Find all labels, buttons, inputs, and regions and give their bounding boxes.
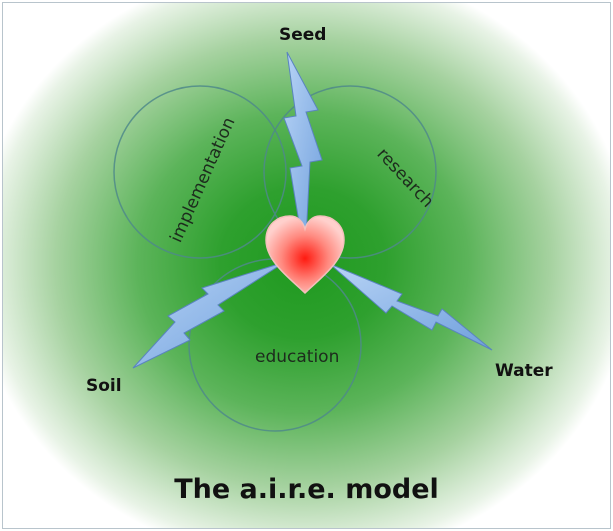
seed-label: Seed (279, 25, 327, 45)
diagram-title: The a.i.r.e. model (174, 474, 439, 505)
research-circle (263, 85, 437, 259)
water-label: Water (495, 361, 553, 381)
water-bolt (329, 263, 493, 351)
heart-icon (265, 215, 345, 295)
implementation-circle (113, 85, 287, 259)
education-label: education (255, 347, 340, 367)
soil-label: Soil (86, 376, 122, 396)
